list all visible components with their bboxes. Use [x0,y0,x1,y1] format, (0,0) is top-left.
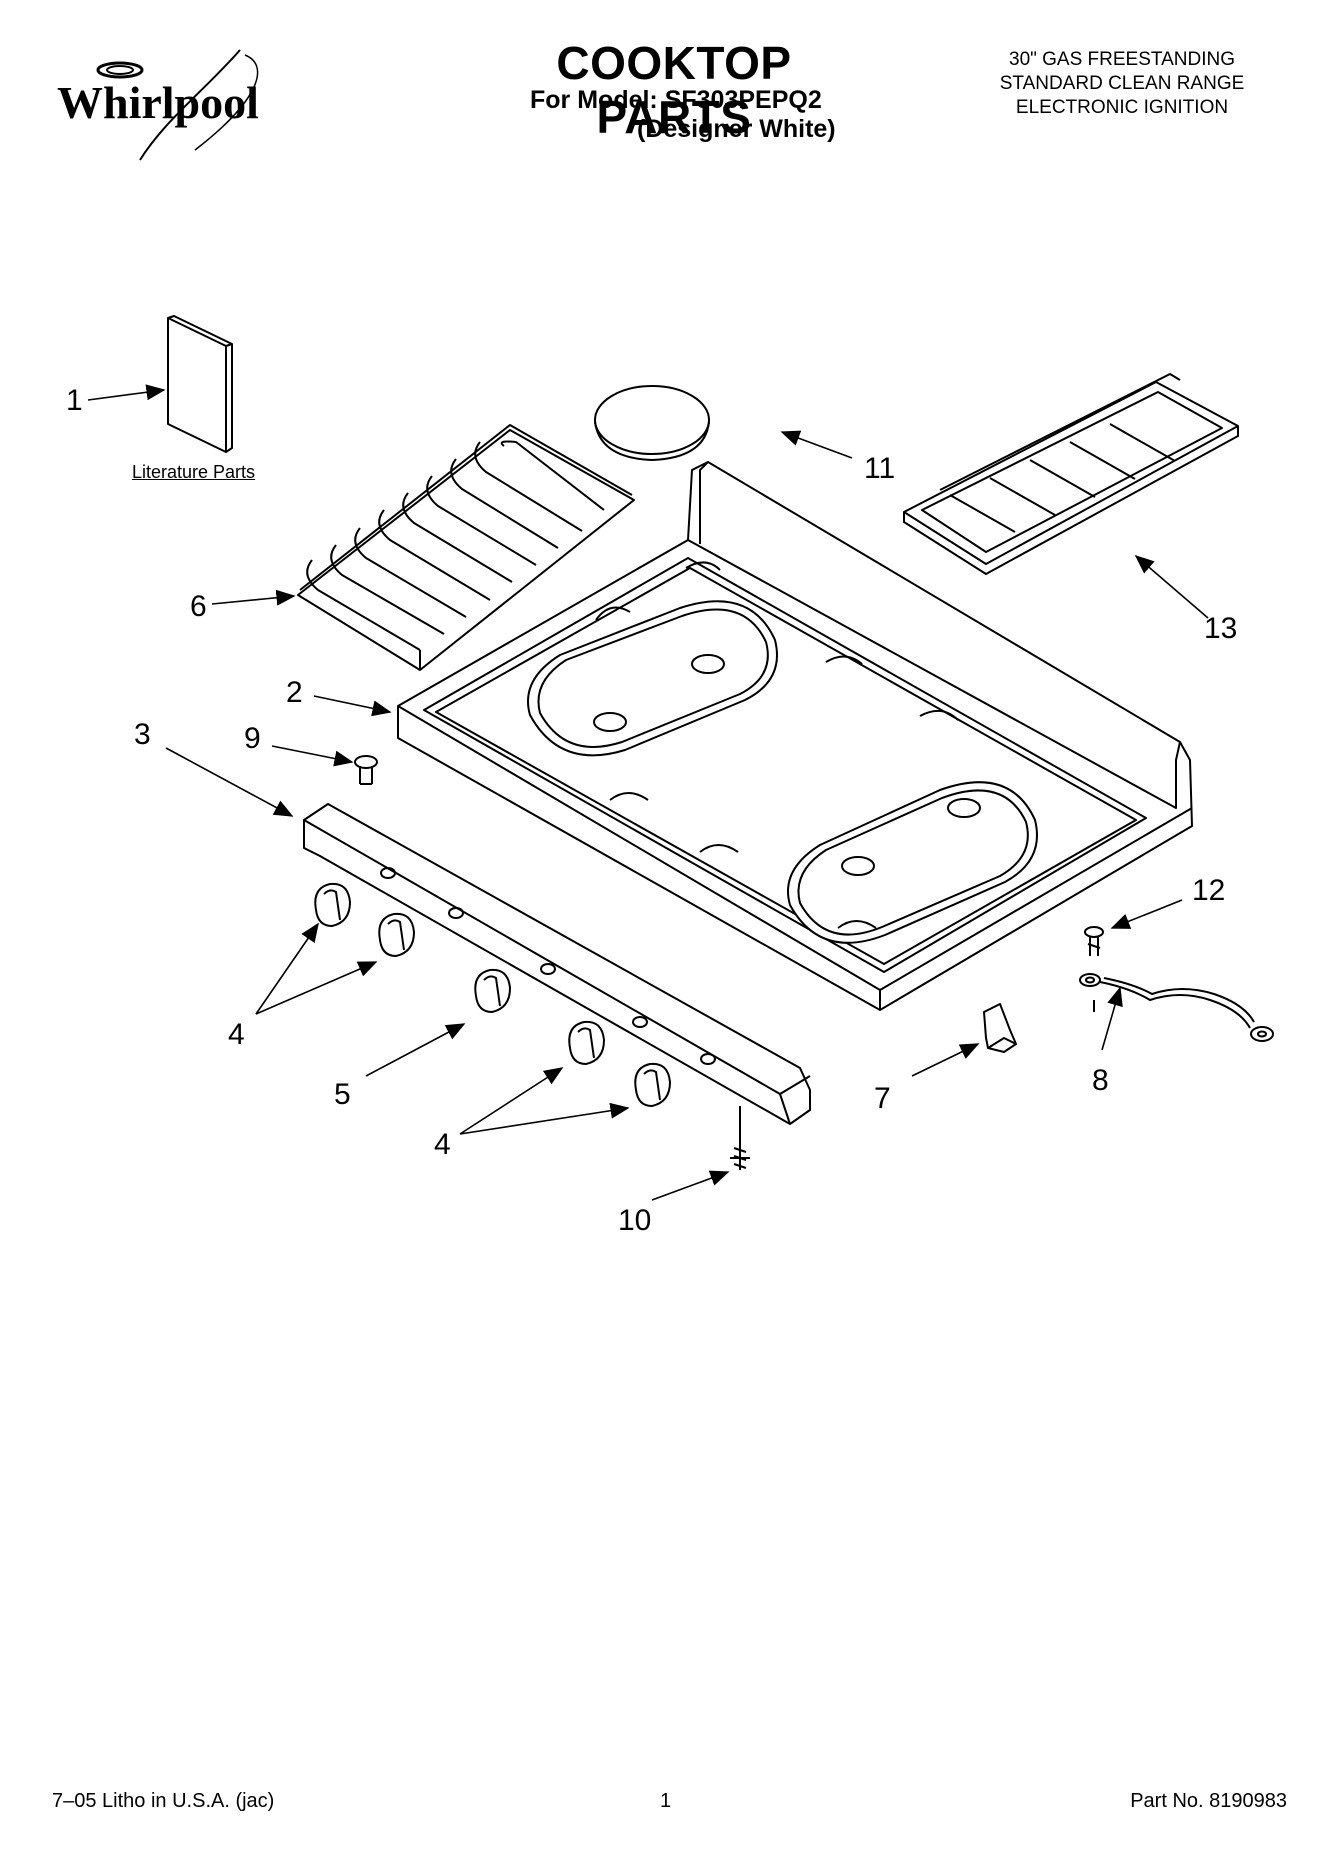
bumper-screw [354,755,378,785]
callout-10: 10 [618,1204,651,1237]
literature-parts-label: Literature Parts [132,462,256,482]
panel-screw [730,1106,750,1170]
callout-12: 12 [1192,874,1225,907]
burner-cap-part [594,385,710,461]
right-grate [903,373,1239,575]
callout-3: 3 [134,718,151,751]
callout-2: 2 [286,676,303,709]
print-info: 7–05 Litho in U.S.A. (jac) [52,1790,275,1812]
product-description-line-1: 30" GAS FREESTANDING [1009,49,1235,70]
callout-6: 6 [190,590,207,623]
callout-9: 9 [244,722,261,755]
model-color: (Designer White) [637,115,836,143]
page-title: COOKTOP PARTS [556,37,792,143]
callout-1: 1 [66,384,83,417]
knob-group [314,882,671,1107]
callout-4a: 4 [228,1018,245,1051]
model-number: For Model: SF303PEPQ2 [530,86,822,114]
spring-clip [983,1003,1017,1053]
product-description-line-2: STANDARD CLEAN RANGE [999,73,1245,94]
ground-screw [1084,926,1104,956]
callout-leaders [87,384,1209,1201]
product-description-line-3: ELECTRONIC IGNITION [1015,97,1229,118]
whirlpool-logo: Whirlpool [57,49,259,161]
part-number: Part No. 8190983 [1130,1790,1287,1812]
callout-13: 13 [1204,612,1237,645]
control-panel-strip [303,803,811,1125]
callout-11: 11 [864,452,895,485]
logo-wordmark: Whirlpool [57,77,259,128]
page-number: 1 [660,1790,672,1812]
callout-4b: 4 [434,1128,451,1161]
left-grate [297,424,635,671]
callout-5: 5 [334,1078,351,1111]
literature-booklet [167,315,233,453]
callout-8: 8 [1092,1064,1109,1097]
ground-wire [1079,973,1274,1042]
callout-7: 7 [874,1082,891,1115]
cooktop-body [397,461,1193,1011]
